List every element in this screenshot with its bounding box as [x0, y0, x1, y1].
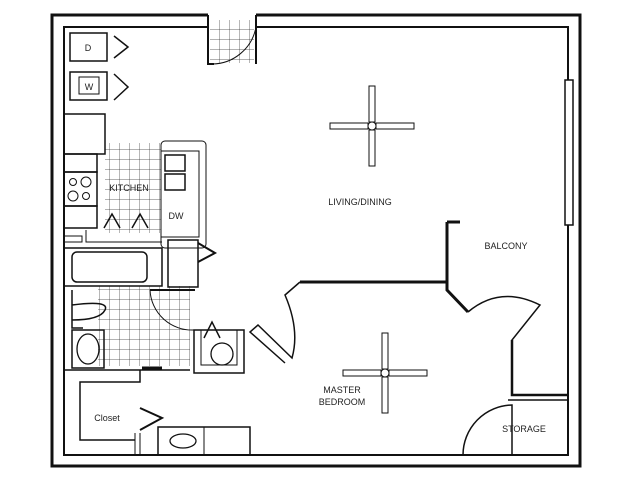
entry-door[interactable] — [207, 20, 257, 65]
sink — [164, 154, 186, 172]
master-bedroom-label-line1: MASTER — [323, 385, 361, 395]
kitchen: KITCHEN DW — [63, 113, 207, 249]
dishwasher-label: DW — [169, 211, 184, 221]
toilet — [71, 290, 107, 329]
ceiling-fan-bedroom — [342, 332, 428, 414]
closet-label: Closet — [94, 413, 120, 423]
bathroom — [63, 239, 245, 374]
stove — [63, 171, 98, 207]
closet: Closet — [79, 370, 251, 456]
living-dining-label: LIVING/DINING — [328, 197, 392, 207]
storage-label: STORAGE — [502, 424, 546, 434]
dryer: D — [69, 32, 130, 62]
storage: STORAGE — [462, 404, 546, 456]
master-bedroom-label-line2: BEDROOM — [319, 397, 366, 407]
washer-label: W — [85, 82, 94, 92]
bath-sink — [76, 333, 100, 365]
washer: W — [69, 71, 130, 101]
dryer-label: D — [85, 43, 92, 53]
window — [564, 79, 574, 226]
bathtub — [71, 251, 148, 283]
balcony-label: BALCONY — [484, 241, 527, 251]
exterior-walls — [50, 13, 582, 468]
interior-walls — [248, 220, 568, 401]
ceiling-fan-living — [329, 85, 415, 167]
kitchen-label: KITCHEN — [109, 183, 149, 193]
